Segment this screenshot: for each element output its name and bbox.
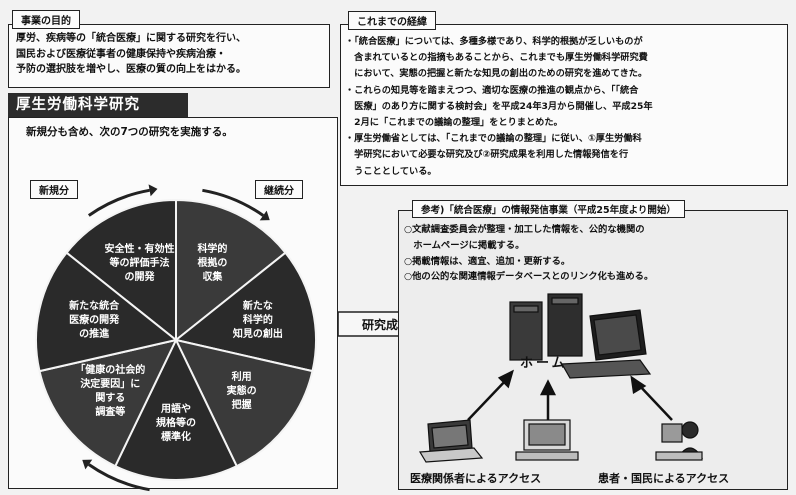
info-line: ホームページに掲載する。 [404, 239, 525, 251]
wheel-wedge [65, 198, 177, 343]
wheel-wedge [38, 338, 178, 468]
wedge-label: 新たな科学的知見の創出 [233, 300, 283, 342]
wedge-label-line: 規格等の [156, 418, 196, 429]
hub-label: ホーム [520, 356, 568, 371]
wedge-label-line: 根拠の [197, 258, 228, 270]
rotation-arrowhead [148, 184, 158, 197]
history-line: 2月に「これまでの議論の整理」をとりまとめた。 [345, 117, 563, 129]
wedge-label: 用語や規格等の標準化 [156, 403, 196, 445]
wheel-wedge [174, 338, 314, 468]
caption-medical-access: 医療関係者によるアクセス [410, 472, 542, 485]
wedge-label-line: 実態の [226, 386, 257, 398]
info-tag: 参考)「統合医療」の情報発信事業（平成25年度より開始） [412, 200, 685, 218]
wedge-label: 「健康の社会的決定要因」に関する調査等 [75, 364, 145, 420]
info-text: ○文献調査委員会が整理・加工した情報を、公的な機関の ホームページに掲載する。 … [404, 222, 784, 285]
wheel-wedge [113, 337, 239, 481]
purpose-line: 予防の選択肢を増やし、医療の質の向上をはかる。 [16, 64, 246, 75]
wedge-label-line: 把握 [231, 400, 252, 412]
wedge-label-line: 知見の創出 [232, 329, 283, 341]
wedge-label-line: 収集 [202, 272, 223, 284]
purpose-line: 厚労、疾病等の「統合医療」に関する研究を行い、 [16, 33, 246, 44]
wedge-label: 科学的根拠の収集 [197, 243, 227, 285]
wedge-label-line: 「健康の社会的 [75, 365, 146, 377]
wheel-wedge [35, 251, 179, 373]
research-intro: 新規分も含め、次の7つの研究を実施する。 [26, 126, 233, 138]
history-box [340, 24, 788, 186]
wedge-label: 新たな統合医療の開発の推進 [69, 300, 119, 342]
purpose-text: 厚労、疾病等の「統合医療」に関する研究を行い、 国民および医療従事者の健康保持や… [16, 31, 326, 78]
purpose-line: 国民および医療従事者の健康保持や疾病治療・ [16, 48, 226, 60]
rotation-arrow [87, 188, 150, 217]
history-tag: これまでの経緯 [348, 11, 436, 30]
wedge-label-line: 調査等 [95, 407, 126, 419]
wedge-label-line: 決定要因」に [80, 379, 141, 391]
wedge-label-line: 科学的 [242, 315, 273, 327]
rotation-arrow [87, 463, 150, 492]
wedge-label-line: 標準化 [161, 432, 191, 443]
wedge-label-line: 新たな [242, 301, 273, 313]
history-line: ・これらの知見等を踏まえつつ、適切な医療の推進の観点から、「「統合 [345, 84, 639, 96]
wedge-label: 安全性・有効性等の評価手法の開発 [105, 243, 175, 285]
research-banner: 厚生労働科学研究 [8, 93, 188, 117]
info-line: ○他の公的な関連情報データベースとのリンク化も進める。 [404, 271, 654, 283]
wedge-label-line: 等の評価手法 [109, 258, 170, 270]
caption-public-access: 患者・国民によるアクセス [598, 472, 730, 485]
history-line: ・厚生労働省としては、「これまでの議論の整理」に従い、①厚生労働科 [345, 133, 642, 145]
wedge-label-line: 利用 [231, 372, 252, 384]
wedge-label-line: 科学的 [197, 244, 228, 256]
history-line: ・「統合医療」については、多種多様であり、科学的根拠が乏しいものが [345, 36, 643, 47]
wheel-wedge [175, 198, 287, 343]
rotation-arrow [202, 188, 265, 217]
wedge-label-line: 安全性・有効性 [104, 244, 175, 256]
new-label: 新規分 [30, 180, 78, 199]
rotation-arrowhead [82, 459, 93, 470]
wedge-label-line: 新たな統合 [69, 301, 120, 313]
history-line: 医療」のあり方に関する検討会」を平成24年3月から開催し、平成25年 [345, 100, 653, 112]
history-line: において、実態の把握と新たな知見の創出のための研究を進めてきた。 [345, 68, 648, 80]
history-line: うこととしている。 [345, 165, 437, 177]
wedge-label-line: 医療の開発 [69, 315, 120, 327]
wedge-label-line: 用語や [161, 404, 191, 415]
history-text: ・「統合医療」については、多種多様であり、科学的根拠が乏しいものが 含まれている… [345, 34, 785, 180]
wedge-label-line: の開発 [124, 272, 155, 284]
info-line: ○文献調査委員会が整理・加工した情報を、公的な機関の [404, 224, 645, 235]
purpose-tag: 事業の目的 [12, 10, 80, 29]
rotation-arrowhead [259, 210, 270, 221]
wheel-wedge [173, 251, 317, 373]
wedge-label: 利用実態の把握 [227, 371, 257, 413]
wedge-label-line: 関する [95, 393, 126, 405]
info-line: ○掲載情報は、適宜、追加・更新する。 [404, 255, 571, 267]
continuing-label: 継続分 [255, 180, 303, 199]
history-line: 学研究において必要な研究及び②研究成果を利用した情報発信を行 [345, 149, 629, 161]
purpose-box [8, 24, 330, 88]
history-line: 含まれているとの指摘もあることから、これまでも厚生労働科学研究費 [345, 52, 648, 64]
wedge-label-line: の推進 [79, 329, 110, 341]
